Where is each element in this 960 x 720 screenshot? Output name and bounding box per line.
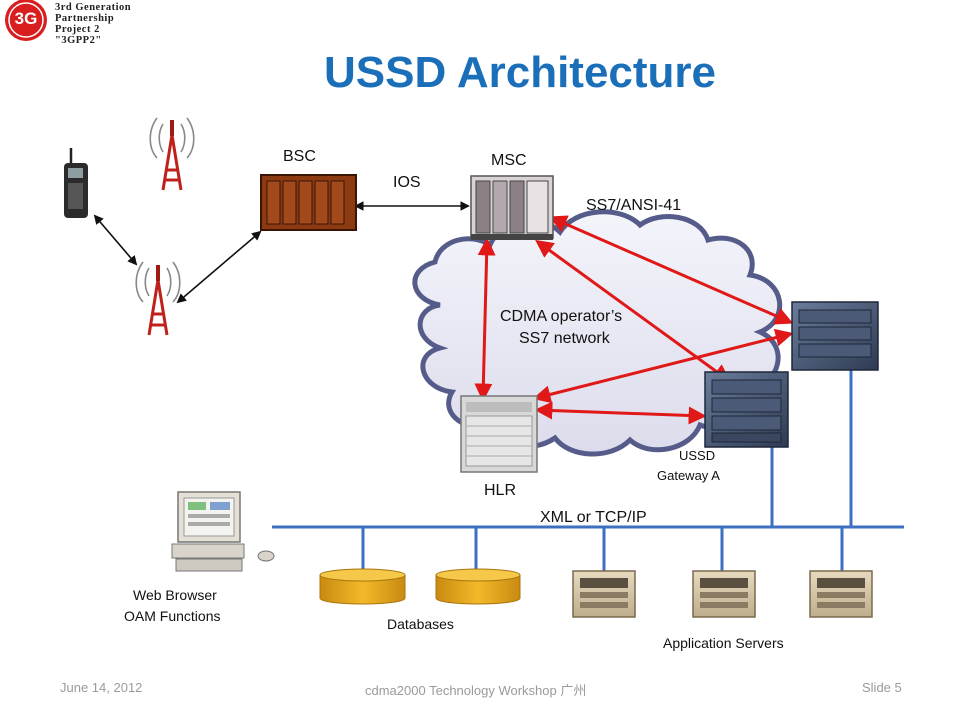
- bsc-label: BSC: [283, 148, 316, 165]
- msc-switch-icon: [470, 175, 554, 240]
- radio-links: [93, 201, 470, 304]
- ss7-links: [474, 215, 794, 425]
- xml-tcpip-label: XML or TCP/IP: [540, 509, 647, 526]
- database-icon: [435, 568, 521, 605]
- footer-date: June 14, 2012: [60, 680, 143, 695]
- application-server-icon: [692, 570, 756, 618]
- logo-line-3: Project 2: [55, 24, 100, 35]
- ussd-label-line-1: USSD: [679, 448, 716, 463]
- logo-line-2: Partnership: [55, 13, 115, 24]
- cloud-label-line-2: SS7 network: [519, 330, 610, 347]
- cloud-label-line-1: CDMA operator’s: [500, 308, 623, 325]
- ussd-gateway-server-icon: [704, 371, 789, 448]
- ussd-label-line-2: Gateway A: [657, 468, 720, 483]
- footer-center: cdma2000 Technology Workshop 广州: [365, 683, 587, 698]
- footer-slide-number: Slide 5: [862, 680, 902, 695]
- hlr-label: HLR: [484, 482, 517, 499]
- cell-tower-icon: [135, 261, 181, 336]
- logo-text: 3rd Generation Partnership Project 2 "3G…: [55, 2, 131, 46]
- mobile-phone-icon: [64, 148, 88, 218]
- 3gpp2-logo: [5, 0, 47, 41]
- msc-label: MSC: [491, 152, 527, 169]
- application-server-icon: [572, 570, 636, 618]
- bsc-rack-icon: [260, 174, 357, 231]
- ss7-ansi41-label: SS7/ANSI-41: [586, 197, 682, 214]
- application-servers-label: Application Servers: [663, 635, 784, 651]
- database-icon: [319, 568, 406, 605]
- logo-line-1: 3rd Generation: [55, 2, 132, 13]
- databases-label: Databases: [387, 616, 454, 632]
- ss7-gateway-server-icon: [791, 301, 879, 371]
- slide-title: USSD Architecture: [323, 48, 717, 97]
- logo-line-4: "3GPP2": [55, 35, 102, 46]
- xml-tcpip-bus: [272, 370, 904, 575]
- hlr-server-icon: [460, 395, 538, 473]
- application-server-icon: [809, 570, 873, 618]
- ios-label: IOS: [393, 174, 421, 191]
- web-browser-label-line-2: OAM Functions: [124, 608, 221, 624]
- logo-badge-text: 3G: [14, 9, 38, 28]
- web-browser-label-line-1: Web Browser: [133, 587, 217, 603]
- cell-tower-icon: [149, 117, 195, 191]
- web-browser-computer-icon: [171, 491, 275, 572]
